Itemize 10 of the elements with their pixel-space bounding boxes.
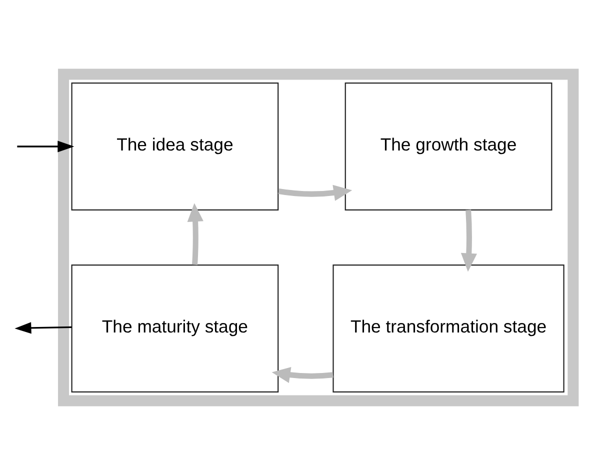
arrow [460,210,478,272]
node-box: The maturity stage [71,264,279,392]
node-box: The transformation stage [332,264,564,392]
arrow [272,366,334,383]
node-box: The growth stage [344,82,552,210]
arrow [17,140,74,152]
arrow [278,184,352,201]
node-box: The idea stage [71,82,279,210]
arrow [14,322,72,334]
arrow [187,203,204,265]
